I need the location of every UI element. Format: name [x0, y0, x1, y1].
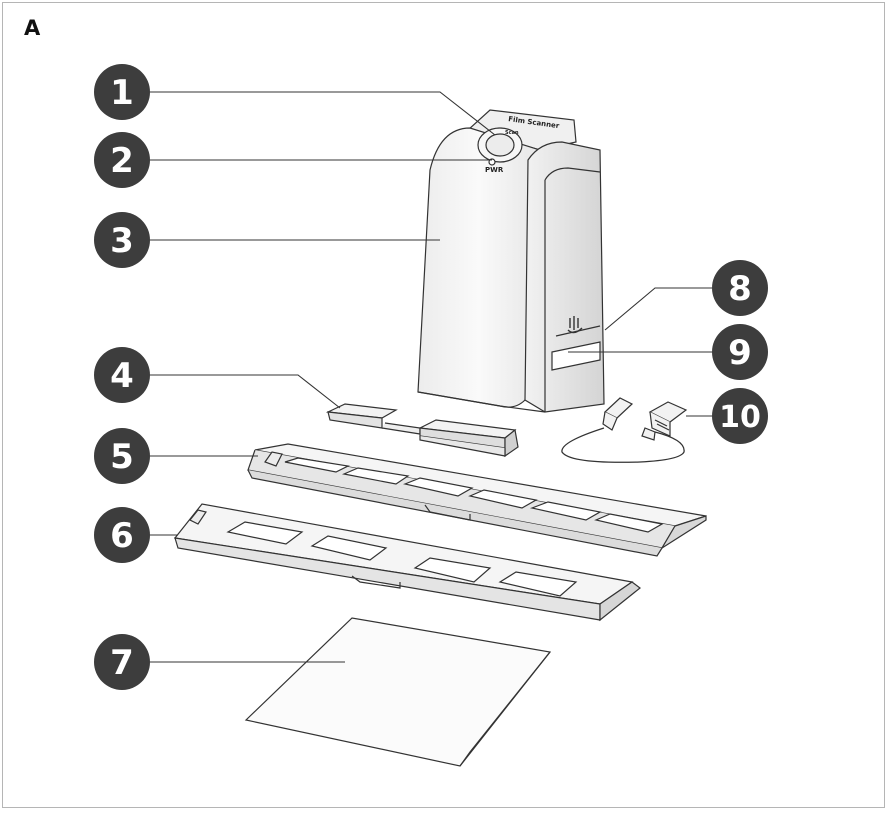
callout-9: 9 — [712, 324, 768, 380]
callout-8: 8 — [712, 260, 768, 316]
callout-1: 1 — [94, 64, 150, 120]
callout-7: 7 — [94, 634, 150, 690]
callout-6: 6 — [94, 507, 150, 563]
callout-10: 10 — [712, 388, 768, 444]
cleaning-brush — [328, 404, 518, 456]
callout-number: 3 — [110, 221, 134, 261]
callout-number: 9 — [728, 333, 752, 373]
callout-number: 10 — [719, 400, 761, 435]
callout-number: 7 — [110, 643, 134, 683]
scan-button-label: Scan — [505, 130, 519, 136]
callout-number: 6 — [110, 516, 134, 556]
callout-number: 2 — [110, 141, 134, 181]
callout-3: 3 — [94, 212, 150, 268]
callout-5: 5 — [94, 428, 150, 484]
callout-number: 4 — [110, 356, 134, 396]
callout-number: 8 — [728, 269, 752, 309]
callout-number: 1 — [110, 73, 134, 113]
power-label: PWR — [485, 166, 504, 174]
callout-2: 2 — [94, 132, 150, 188]
manual-sheet — [246, 618, 550, 766]
callout-number: 5 — [110, 437, 134, 477]
scanner-device — [418, 110, 604, 412]
callout-4: 4 — [94, 347, 150, 403]
